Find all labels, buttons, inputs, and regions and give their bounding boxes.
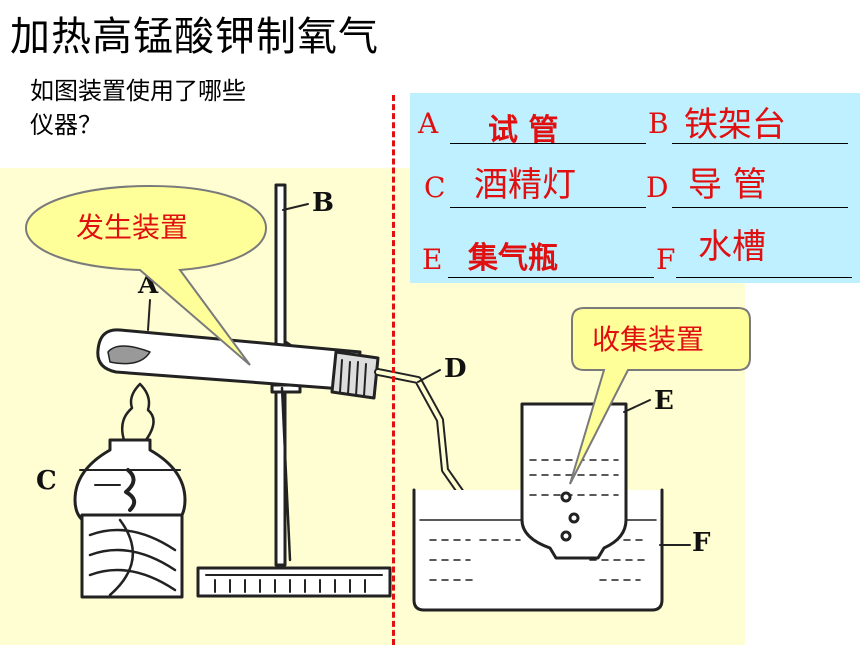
letter-a: A (418, 107, 439, 140)
label-c: C (36, 466, 57, 496)
stand-base (196, 566, 392, 598)
question-line-2: 仪器？ (30, 111, 102, 139)
letter-f: F (656, 243, 676, 276)
answer-box: A 试 管 B 铁架台 C 酒精灯 D 导 管 E 集气瓶 F 水槽 (410, 93, 860, 283)
generator-label: 发生装置 (76, 211, 189, 244)
label-e: E (654, 386, 674, 416)
page-title: 加热高锰酸钾制氧气 (10, 14, 379, 60)
answer-row-2: C 酒精灯 D 导 管 (410, 161, 860, 221)
test-tube (96, 328, 362, 392)
stopper (330, 350, 380, 400)
answer-row-3: E 集气瓶 F 水槽 (410, 223, 860, 283)
answer-b: 铁架台 (684, 105, 786, 145)
question-line-1: 如图装置使用了哪些 (30, 77, 246, 105)
label-b: B (312, 188, 334, 218)
collector-label: 收集装置 (592, 323, 705, 356)
label-d: D (444, 354, 467, 384)
divider-line (392, 95, 395, 645)
label-f: F (692, 528, 711, 558)
answer-c: 酒精灯 (474, 165, 576, 205)
question-text: 如图装置使用了哪些 仪器？ (30, 74, 246, 142)
gas-bottle (520, 402, 628, 560)
callout-collector (569, 307, 751, 485)
answer-f: 水槽 (698, 227, 766, 267)
answer-row-1: A 试 管 B 铁架台 (410, 99, 860, 159)
letter-d: D (646, 171, 669, 204)
letter-c: C (424, 171, 446, 204)
letter-b: B (648, 107, 669, 140)
alcohol-lamp (73, 438, 187, 527)
letter-e: E (422, 243, 443, 276)
answer-e: 集气瓶 (468, 241, 558, 276)
answer-a: 试 管 (488, 113, 559, 148)
answer-d: 导 管 (688, 165, 767, 205)
callout-generator (24, 184, 268, 366)
